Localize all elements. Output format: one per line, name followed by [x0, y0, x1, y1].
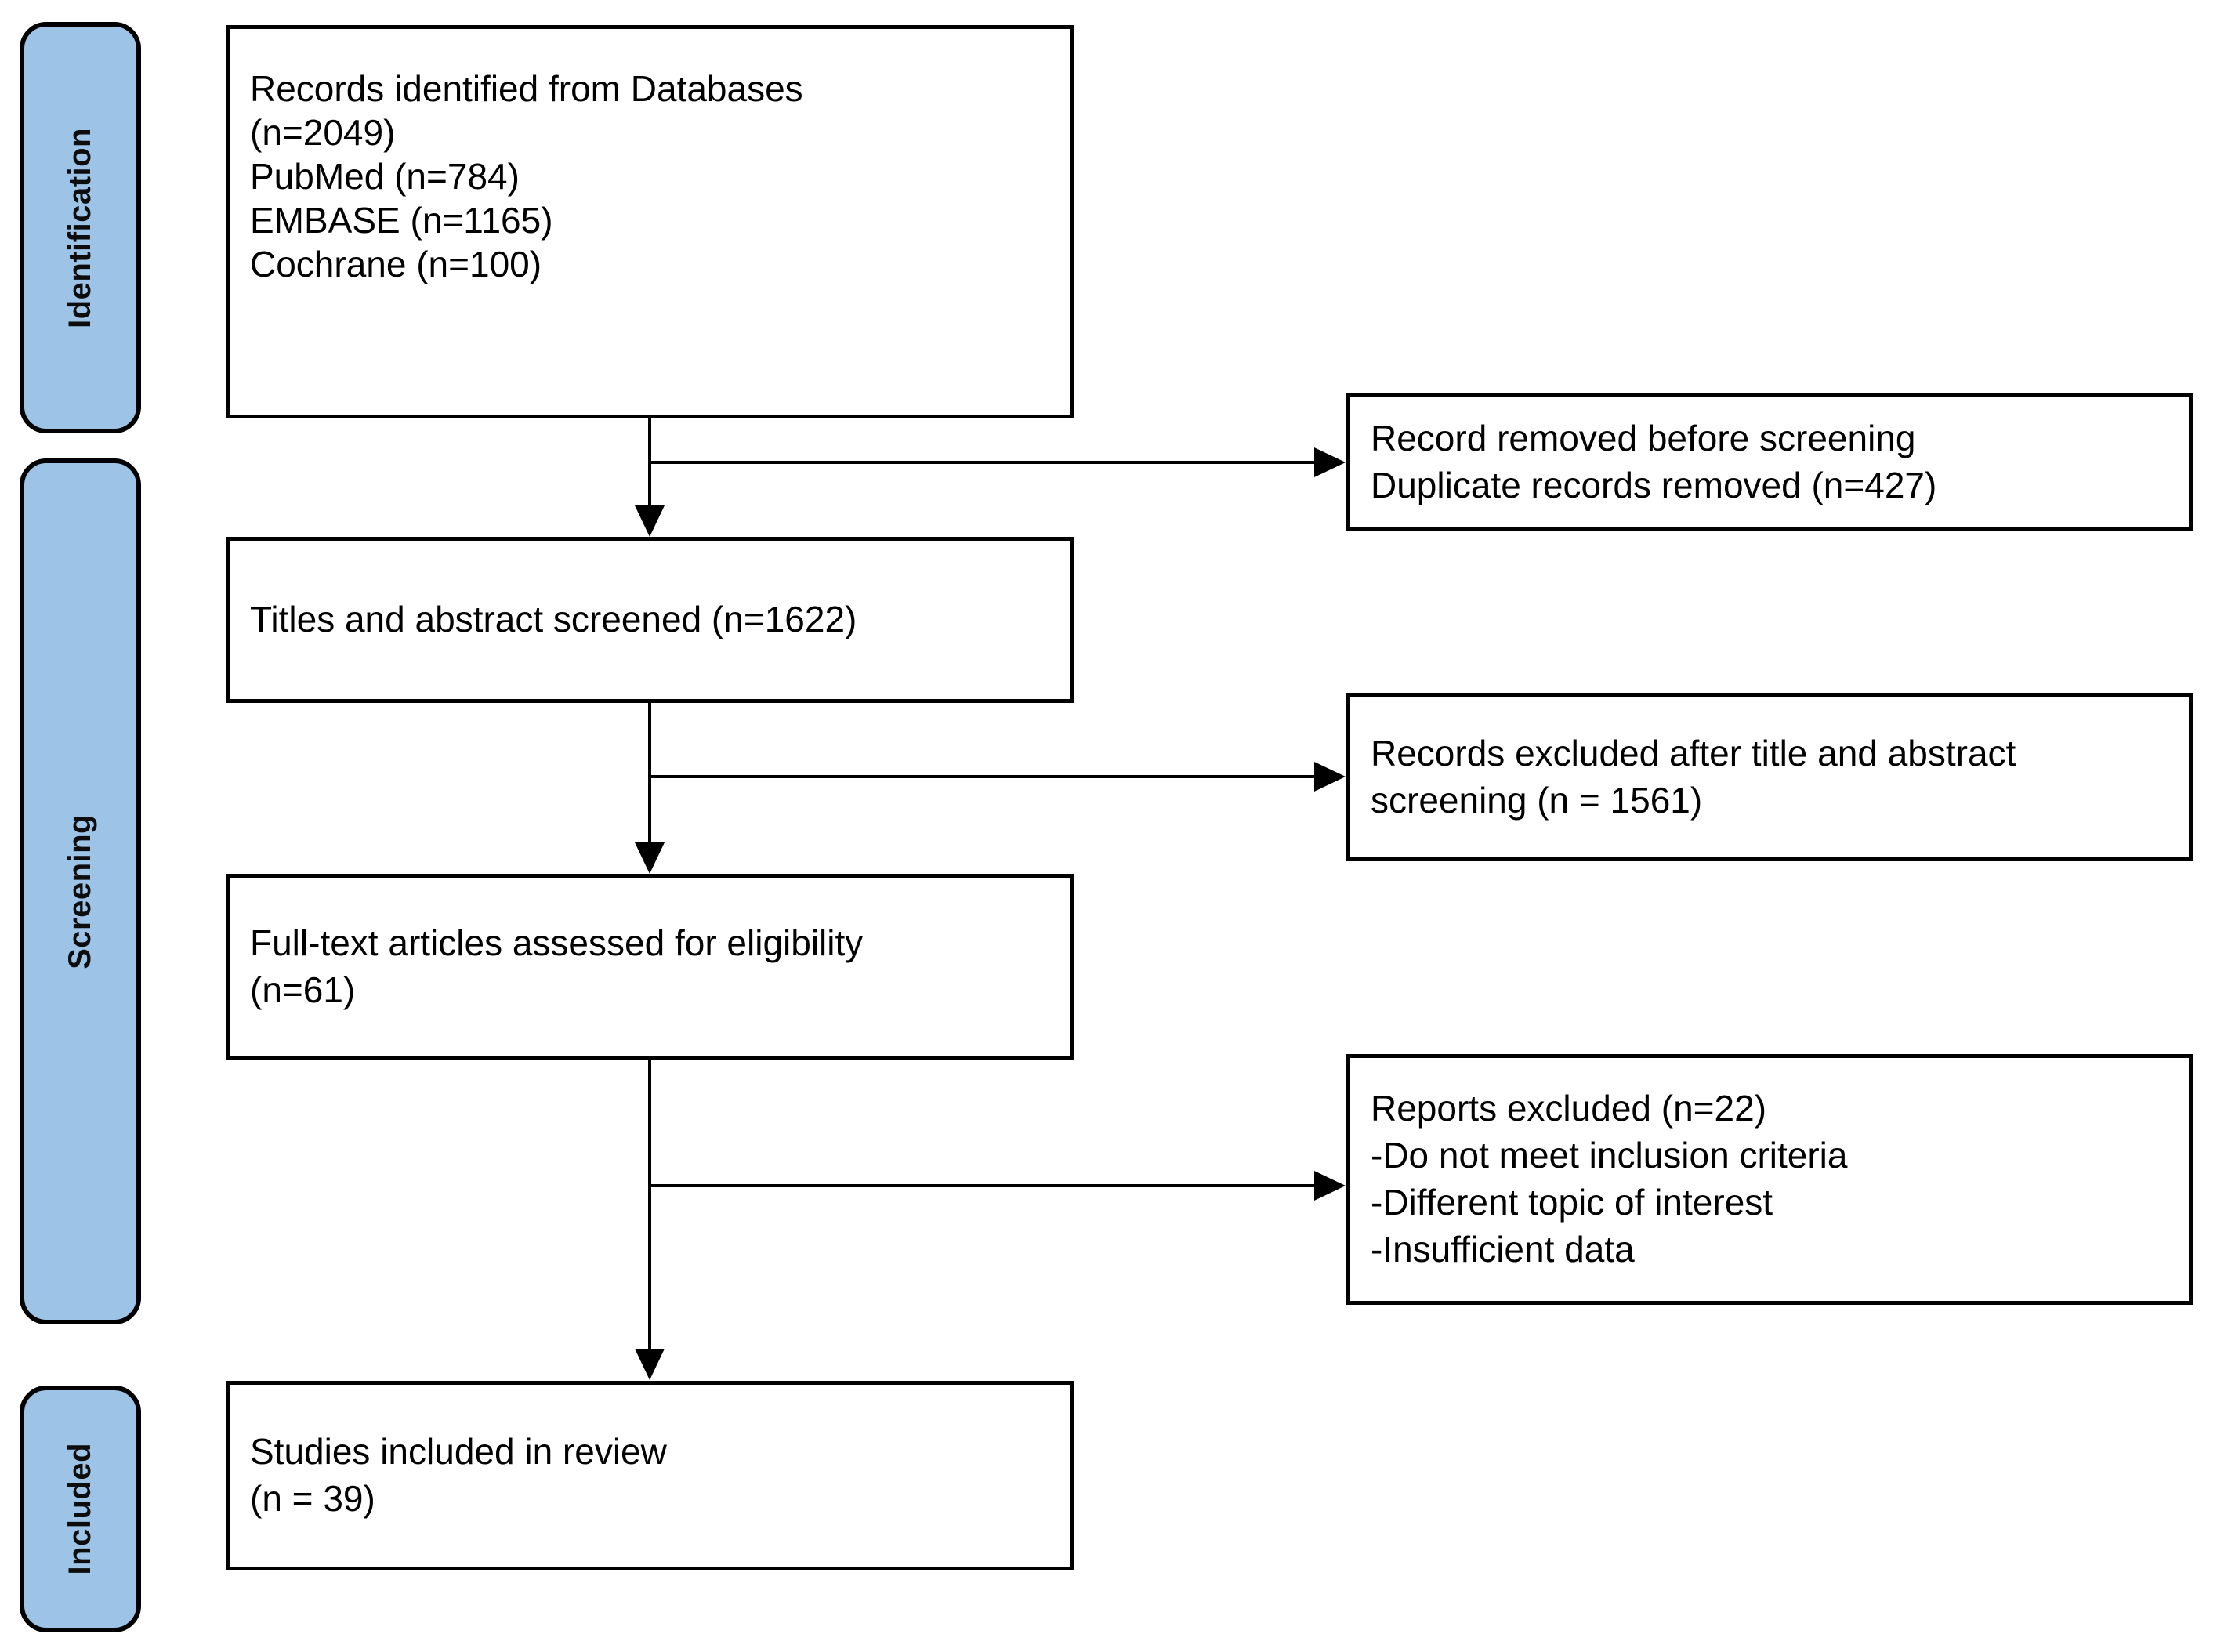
- box-reports-excluded: Reports excluded (n=22) -Do not meet inc…: [1346, 1054, 2193, 1305]
- arrowhead-identified-to-screened: [635, 505, 665, 537]
- box-reports-excluded-text: Reports excluded (n=22) -Do not meet inc…: [1371, 1088, 1848, 1270]
- arrowhead-to-records-excluded: [1314, 762, 1346, 792]
- box-records-removed-before-screening: Record removed before screening Duplicat…: [1346, 393, 2193, 531]
- arrowhead-screened-to-fulltext: [635, 842, 665, 874]
- arrowhead-fulltext-to-included: [635, 1349, 665, 1380]
- arrowhead-to-reports-excluded: [1314, 1171, 1346, 1201]
- box-studies-included-text: Studies included in review (n = 39): [250, 1431, 667, 1519]
- box-records-removed-before-screening-text: Record removed before screening Duplicat…: [1371, 418, 1937, 505]
- stage-label-screening: Screening: [63, 813, 97, 969]
- connector-screened-to-fulltext: [648, 703, 651, 844]
- connector-to-records-excluded: [648, 775, 1316, 778]
- connector-to-records-removed: [648, 461, 1316, 464]
- box-records-excluded-title-abstract-text: Records excluded after title and abstrac…: [1371, 732, 2016, 821]
- box-studies-included: Studies included in review (n = 39): [226, 1381, 1074, 1570]
- box-titles-abstract-screened-text: Titles and abstract screened (n=1622): [250, 599, 857, 640]
- box-fulltext-assessed-text: Full-text articles assessed for eligibil…: [250, 922, 864, 1010]
- box-records-excluded-title-abstract: Records excluded after title and abstrac…: [1346, 693, 2193, 861]
- stage-bar-identification: Identification: [20, 22, 141, 433]
- box-records-identified-text: Records identified from Databases (n=204…: [250, 68, 803, 285]
- stage-bar-included: Included: [20, 1386, 141, 1632]
- connector-to-reports-excluded: [648, 1184, 1316, 1187]
- box-fulltext-assessed: Full-text articles assessed for eligibil…: [226, 874, 1074, 1060]
- stage-bar-screening: Screening: [20, 458, 141, 1324]
- connector-fulltext-to-included: [648, 1060, 651, 1350]
- box-titles-abstract-screened: Titles and abstract screened (n=1622): [226, 537, 1074, 703]
- stage-label-identification: Identification: [63, 127, 97, 328]
- stage-label-included: Included: [63, 1443, 97, 1575]
- box-records-identified: Records identified from Databases (n=204…: [226, 25, 1074, 418]
- arrowhead-to-records-removed: [1314, 447, 1346, 477]
